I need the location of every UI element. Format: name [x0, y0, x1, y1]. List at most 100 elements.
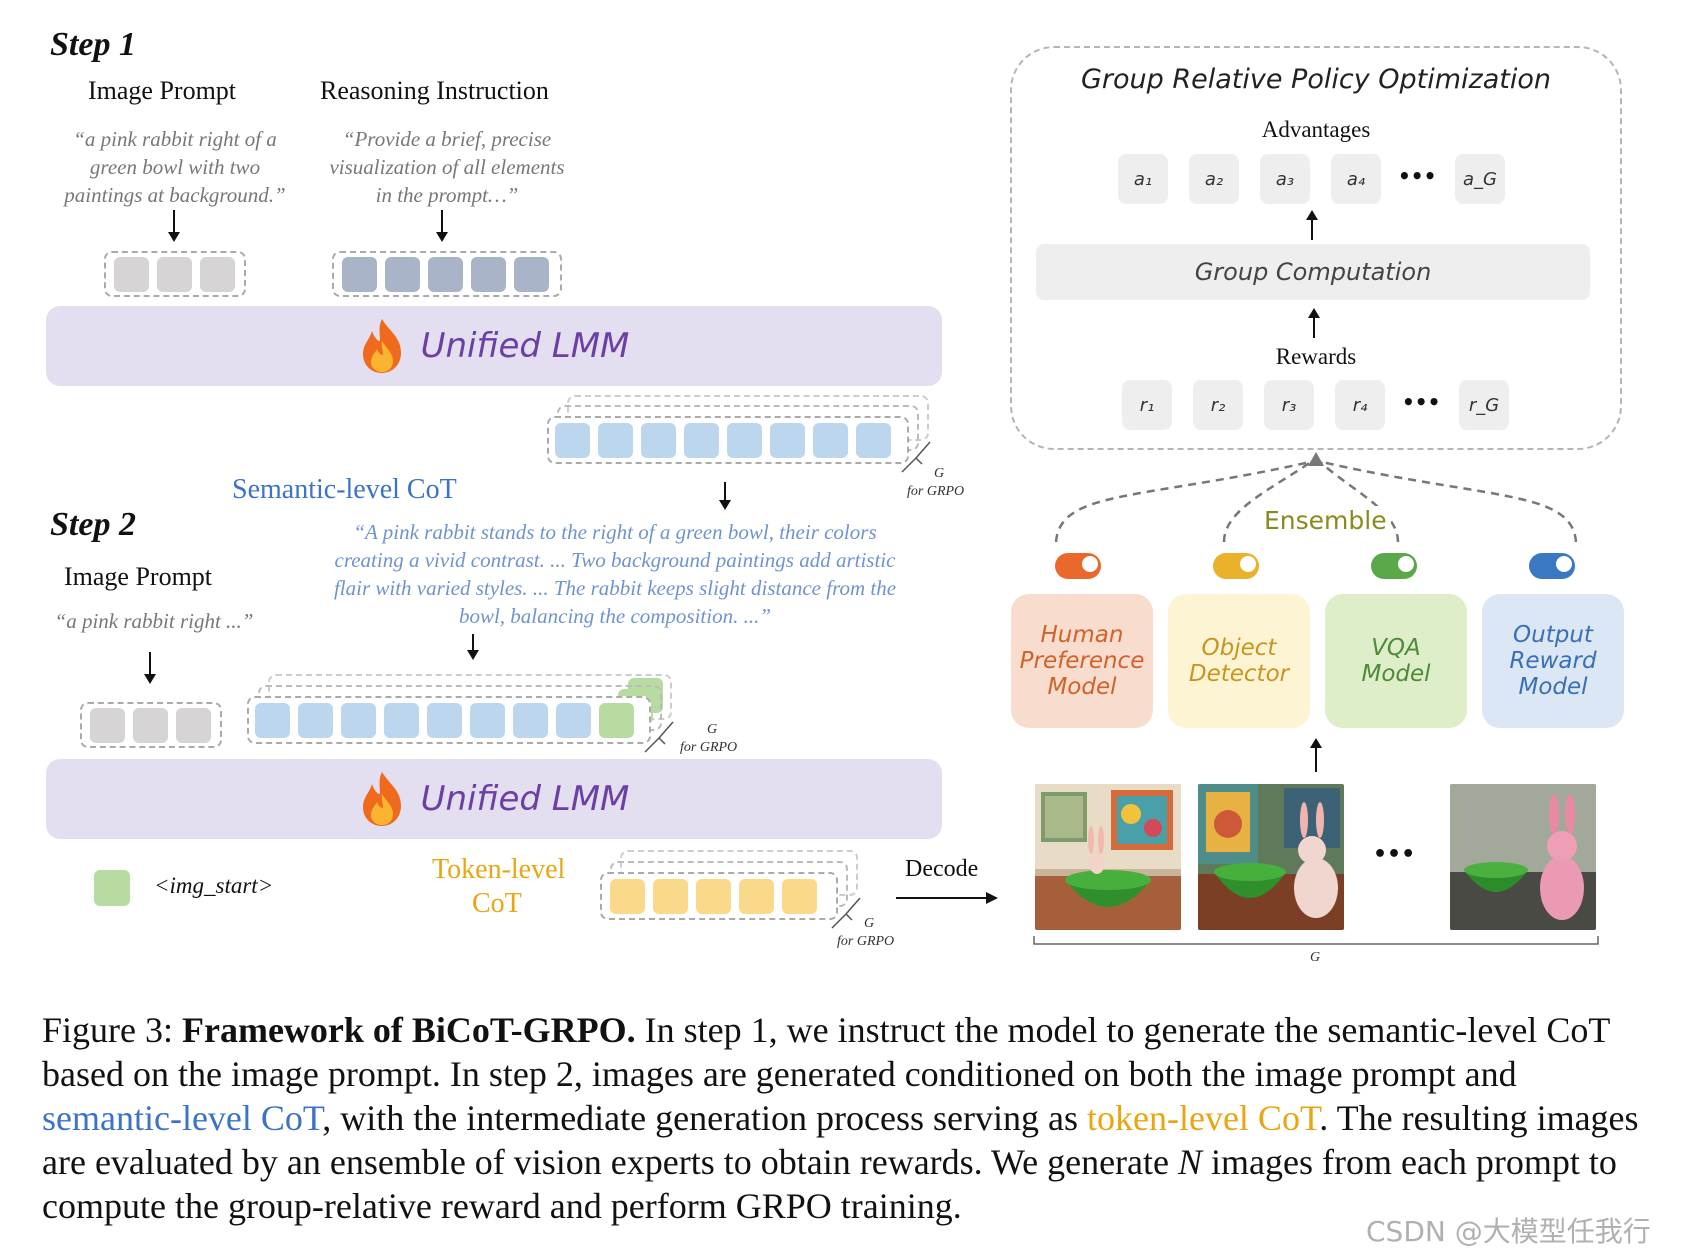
arrow-up-icon: [1310, 738, 1322, 772]
rewards-ellipsis: •••: [1402, 390, 1441, 414]
prompt-token: [133, 708, 168, 743]
token-cot-tokens: [600, 872, 838, 920]
g-label: G: [934, 466, 945, 481]
advantage-box: a_G: [1455, 154, 1505, 204]
arrow-up-icon: [1308, 308, 1320, 338]
semantic-token: [384, 703, 419, 738]
advantages-label: Advantages: [1261, 117, 1371, 142]
semantic-token: [298, 703, 333, 738]
token-cot-label-2: CoT: [472, 888, 522, 919]
prompt-token: [114, 257, 149, 292]
fire-icon: [362, 772, 401, 826]
step1-reasoning-label: Reasoning Instruction: [320, 76, 549, 105]
semantic-cot-tokens: [547, 416, 909, 464]
semantic-token: [813, 423, 848, 458]
token-cot-label-1: Token-level: [432, 854, 566, 885]
caption-semantic-link: semantic-level CoT: [42, 1098, 323, 1138]
toggle-switch-icon[interactable]: [1213, 553, 1259, 579]
unified-lmm-step1: Unified LMM: [46, 306, 942, 386]
ensemble-connectors: [1054, 452, 1578, 543]
step2-image-prompt-label: Image Prompt: [64, 562, 213, 591]
advantage-box: a₄: [1331, 154, 1381, 204]
semantic-token: [555, 423, 590, 458]
brace-icon: [901, 441, 931, 473]
advantages-ellipsis: •••: [1398, 164, 1437, 188]
caption-part2: , with the intermediate generation proce…: [322, 1098, 1087, 1138]
caption-token-link: token-level CoT: [1087, 1098, 1320, 1138]
semantic-token: [727, 423, 762, 458]
arrow-down-icon: [168, 210, 180, 242]
arrow-down-icon: [436, 210, 448, 242]
step2-semantic-tokens: [247, 696, 651, 744]
semantic-token: [641, 423, 676, 458]
instruction-token: [428, 257, 463, 292]
reward-box: r₂: [1193, 380, 1243, 430]
toggle-switch-icon[interactable]: [1055, 553, 1101, 579]
advantage-box: a₁: [1118, 154, 1168, 204]
grpo-panel: [1010, 46, 1622, 450]
instruction-token: [342, 257, 377, 292]
generated-image-2: [1198, 784, 1344, 930]
brace-icon: [831, 897, 861, 929]
arrow-up-icon: [1306, 210, 1318, 240]
step1-image-prompt-label: Image Prompt: [88, 76, 237, 105]
caption-part3: . The resulting images are evaluated by …: [42, 1098, 1639, 1182]
reward-box: r_G: [1459, 380, 1509, 430]
reasoning-instruction-tokens: [332, 251, 562, 297]
semantic-token: [470, 703, 505, 738]
semantic-token: [427, 703, 462, 738]
advantage-box: a₂: [1189, 154, 1239, 204]
caption-part1: In step 1, we instruct the model to gene…: [42, 1010, 1610, 1094]
caption-prefix: Figure 3:: [42, 1010, 182, 1050]
step2-prompt-tokens: [80, 702, 222, 748]
step1-reasoning-text: “Provide a brief, precise visualization …: [329, 127, 565, 207]
semantic-token: [513, 703, 548, 738]
lmm-label: Unified LMM: [420, 779, 630, 819]
instruction-token: [514, 257, 549, 292]
step1-title: Step 1: [50, 26, 136, 63]
arrow-down-icon: [467, 634, 479, 660]
arrow-down-icon: [719, 482, 731, 510]
semantic-token: [341, 703, 376, 738]
semantic-token: [770, 423, 805, 458]
token-level-token: [739, 879, 774, 914]
arrow-down-icon: [144, 652, 156, 684]
images-g-label: G: [1310, 950, 1321, 965]
lmm-label: Unified LMM: [420, 326, 630, 366]
instruction-token: [471, 257, 506, 292]
caption-part4: images from each prompt to compute the g…: [42, 1142, 1617, 1226]
token-level-token: [610, 879, 645, 914]
advantage-box: a₃: [1260, 154, 1310, 204]
ensemble-label: Ensemble: [1260, 506, 1391, 535]
images-ellipsis: •••: [1373, 842, 1416, 867]
g-label: G: [864, 916, 875, 931]
step2-semantic-cot-text: “A pink rabbit stands to the right of a …: [333, 520, 897, 628]
toggle-switch-icon[interactable]: [1529, 553, 1575, 579]
prompt-token: [157, 257, 192, 292]
generated-image-g: [1450, 784, 1596, 930]
arrow-right-icon: [896, 892, 998, 904]
toggle-switch-icon[interactable]: [1371, 553, 1417, 579]
watermark: CSDN @大模型任我行: [1366, 1215, 1651, 1248]
group-computation-box: [1036, 244, 1590, 300]
semantic-token: [556, 703, 591, 738]
for-grpo-label: for GRPO: [680, 740, 738, 755]
token-level-token: [653, 879, 688, 914]
g-label: G: [707, 722, 718, 737]
img-start-token: [599, 703, 634, 738]
reward-box: r₃: [1264, 380, 1314, 430]
semantic-token: [684, 423, 719, 458]
step2-image-prompt-text: “a pink rabbit right ...”: [54, 609, 254, 633]
generated-image-1: [1035, 784, 1181, 930]
instruction-token: [385, 257, 420, 292]
caption-bold: Framework of BiCoT-GRPO.: [182, 1010, 636, 1050]
caption-n-symbol: N: [1178, 1142, 1203, 1182]
img-start-legend-swatch: [94, 870, 130, 906]
token-level-token: [782, 879, 817, 914]
fire-icon: [362, 319, 401, 373]
grpo-title: Group Relative Policy Optimization: [1081, 64, 1551, 95]
